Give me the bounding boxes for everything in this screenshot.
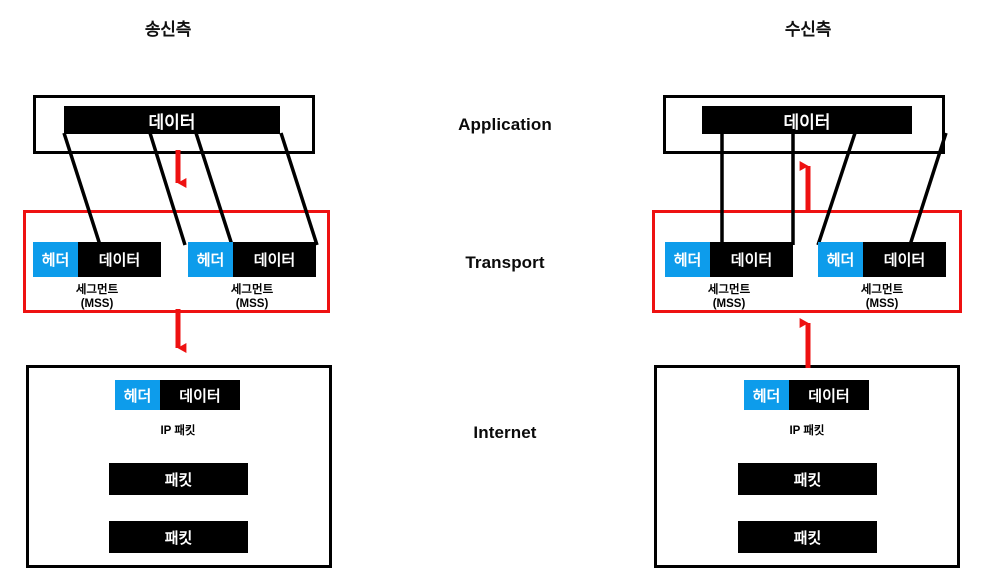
sender-segment-2-data: 데이터	[233, 242, 316, 277]
layer-label-application: Application	[458, 115, 552, 134]
sender-segment-2: 헤더 데이터	[188, 242, 316, 277]
sender-ip-packet-header: 헤더	[115, 380, 160, 410]
sender-segment-1-caption: 세그먼트 (MSS)	[37, 283, 157, 312]
sender-packet-1: 패킷	[109, 463, 248, 495]
sender-segment-1-data: 데이터	[78, 242, 161, 277]
receiver-ip-packet-data: 데이터	[789, 380, 869, 410]
receiver-segment-1-header: 헤더	[665, 242, 710, 277]
receiver-segment-1: 헤더 데이터	[665, 242, 793, 277]
sender-title: 송신측	[144, 20, 192, 39]
receiver-ip-packet-caption: IP 패킷	[789, 425, 825, 437]
receiver-segment-2-caption: 세그먼트 (MSS)	[822, 283, 942, 312]
sender-ip-packet-data: 데이터	[160, 380, 240, 410]
sender-segment-1-caption-line2: (MSS)	[80, 298, 114, 311]
receiver-segment-2: 헤더 데이터	[818, 242, 946, 277]
sender-segment-2-caption-line1: 세그먼트	[230, 284, 274, 296]
sender-segment-1-caption-line1: 세그먼트	[75, 284, 119, 296]
receiver-segment-1-caption-line2: (MSS)	[712, 298, 746, 311]
receiver-ip-packet: 헤더 데이터	[744, 380, 869, 410]
receiver-segment-2-data: 데이터	[863, 242, 946, 277]
receiver-title: 수신측	[784, 20, 832, 39]
receiver-segment-1-caption: 세그먼트 (MSS)	[669, 283, 789, 312]
sender-segment-2-caption: 세그먼트 (MSS)	[192, 283, 312, 312]
receiver-segment-2-caption-line2: (MSS)	[865, 298, 899, 311]
layer-label-transport: Transport	[465, 253, 545, 272]
receiver-ip-packet-header: 헤더	[744, 380, 789, 410]
receiver-segment-2-header: 헤더	[818, 242, 863, 277]
sender-segment-1-header: 헤더	[33, 242, 78, 277]
layer-label-internet: Internet	[473, 423, 537, 442]
receiver-segment-2-caption-line1: 세그먼트	[860, 284, 904, 296]
sender-ip-packet: 헤더 데이터	[115, 380, 240, 410]
sender-segment-2-caption-line2: (MSS)	[235, 298, 269, 311]
receiver-segment-1-data: 데이터	[710, 242, 793, 277]
receiver-segment-1-caption-line1: 세그먼트	[707, 284, 751, 296]
receiver-application-data-bar: 데이터	[702, 106, 912, 134]
sender-segment-1: 헤더 데이터	[33, 242, 161, 277]
sender-ip-packet-caption: IP 패킷	[160, 425, 196, 437]
receiver-packet-2: 패킷	[738, 521, 877, 553]
sender-packet-2: 패킷	[109, 521, 248, 553]
receiver-packet-1: 패킷	[738, 463, 877, 495]
sender-segment-2-header: 헤더	[188, 242, 233, 277]
sender-application-data-bar: 데이터	[64, 106, 280, 134]
